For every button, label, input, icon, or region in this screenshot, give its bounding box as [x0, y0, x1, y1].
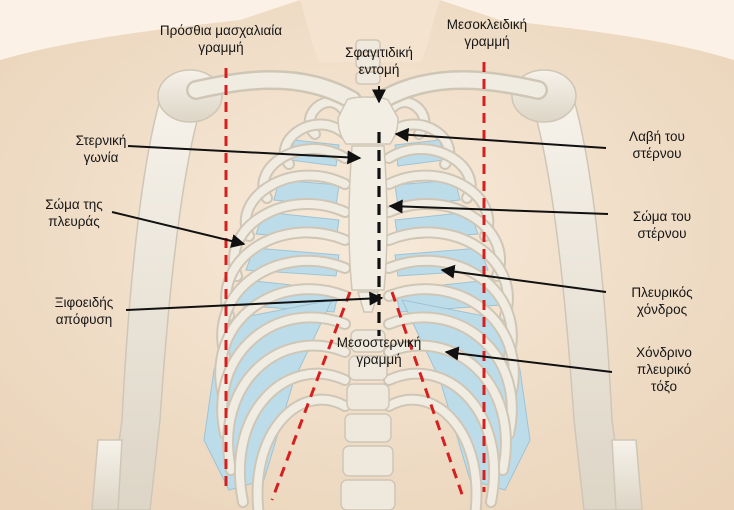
label-suprasternal-notch: Σφαγιτιδική εντομή — [324, 44, 434, 78]
label-costal-arch: Χόνδρινο πλευρικό τόξο — [614, 344, 714, 395]
label-costal-cartilage: Πλευρικός χόνδρος — [612, 284, 712, 318]
label-rib-body: Σώμα της πλευράς — [24, 196, 124, 230]
label-midsternal-line: Μεσοστερνική γραμμή — [320, 334, 438, 368]
label-midclavicular-line: Μεσοκλειδική γραμμή — [424, 16, 550, 50]
label-manubrium: Λαβή του στέρνου — [612, 128, 702, 162]
label-anterior-axillary-line: Πρόσθια μασχαλιαία γραμμή — [136, 22, 306, 56]
label-xiphoid-process: Ξιφοειδής απόφυση — [34, 294, 134, 328]
label-sternal-angle: Στερνική γωνία — [56, 132, 146, 166]
label-sternum-body: Σώμα του στέρνου — [612, 208, 712, 242]
